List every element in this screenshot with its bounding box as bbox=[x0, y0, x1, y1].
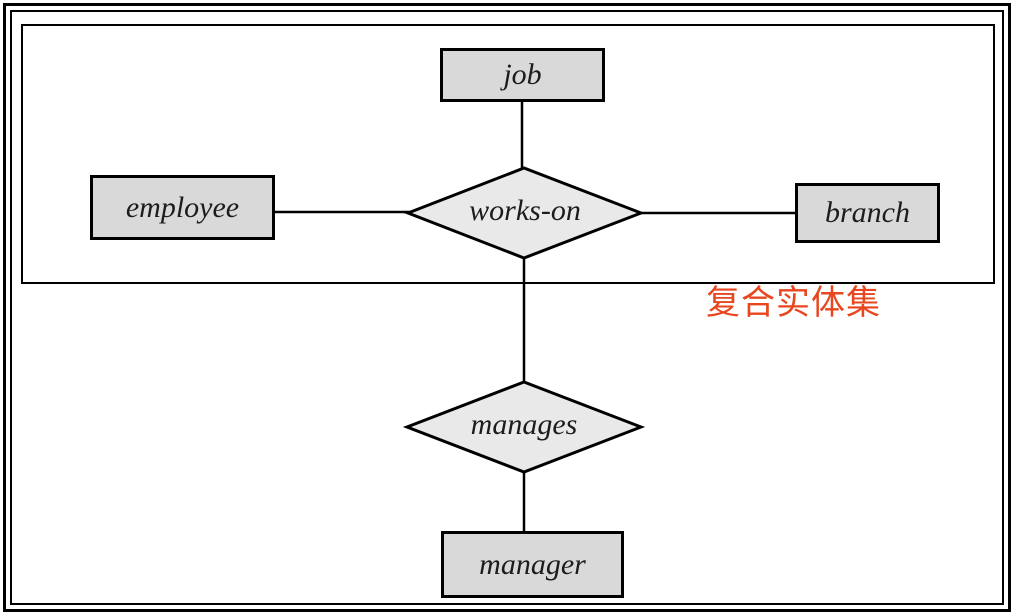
relationship-manages-label: manages bbox=[470, 408, 578, 441]
entity-branch-label: branch bbox=[825, 196, 910, 229]
entity-employee: employee bbox=[90, 175, 275, 240]
entity-job-label: job bbox=[503, 58, 542, 91]
relationship-works-on-label: works-on bbox=[469, 194, 581, 227]
entity-branch: branch bbox=[795, 183, 940, 243]
entity-manager-label: manager bbox=[479, 547, 586, 581]
entity-employee-label: employee bbox=[125, 190, 240, 224]
composite-entity-set-annotation: 复合实体集 bbox=[706, 285, 881, 322]
entity-manager: manager bbox=[441, 531, 624, 598]
aggregation-box bbox=[21, 24, 995, 284]
works-on-diamond bbox=[403, 166, 646, 260]
manages-diamond bbox=[402, 380, 646, 474]
entity-job: job bbox=[440, 48, 605, 102]
